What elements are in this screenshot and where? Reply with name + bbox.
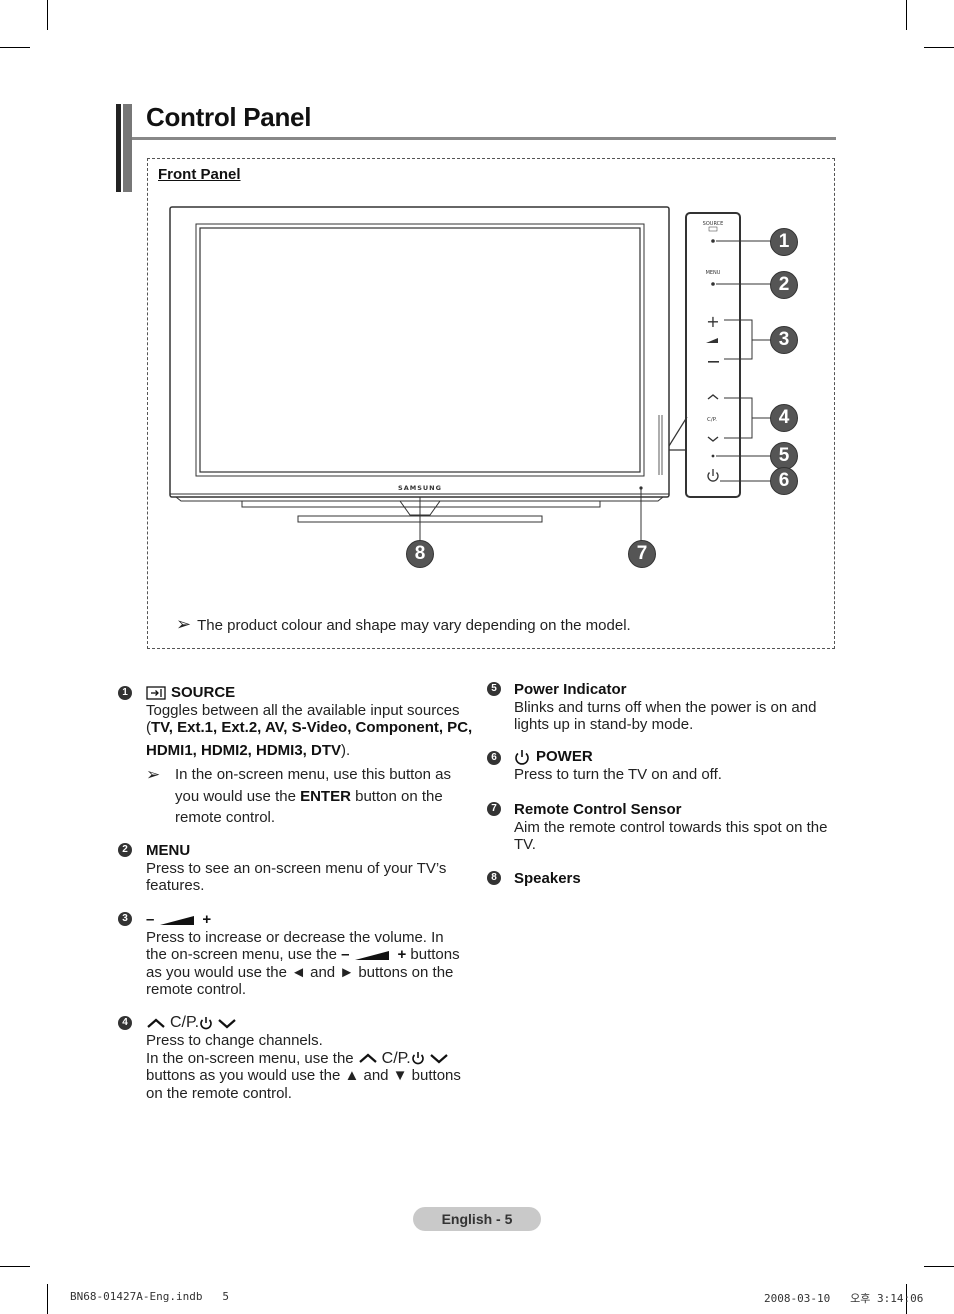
callout-6: 6 (770, 467, 798, 495)
title-rule (132, 137, 836, 140)
item-number-2: 2 (118, 843, 132, 857)
model-variation-note: ➢ The product colour and shape may vary d… (176, 614, 631, 635)
tv-speaker-bar (174, 496, 665, 502)
tv-bezel (169, 206, 670, 498)
tv-screen-outer (195, 223, 645, 477)
item-source-line2: (TV, Ext.1, Ext.2, AV, S-Video, Componen… (146, 719, 473, 736)
callout-2: 2 (770, 271, 798, 299)
item-number-6: 6 (487, 751, 501, 765)
tv-front-panel-diagram: SAMSUNG SOURCE MENU + C/P. (169, 206, 771, 541)
item-number-7: 7 (487, 802, 501, 816)
tv-screen (199, 227, 641, 473)
item-menu-title: MENU (146, 842, 191, 859)
source-icon (146, 686, 166, 700)
crop-mark (47, 0, 48, 30)
panel-source-button[interactable] (711, 239, 715, 243)
item-number-4: 4 (118, 1016, 132, 1030)
chevron-down-icon (218, 1019, 236, 1029)
item-speakers: Speakers (514, 870, 581, 887)
chevron-up-icon (358, 1053, 377, 1064)
panel-ch-down-button[interactable] (707, 436, 719, 442)
volume-icon (355, 950, 390, 960)
panel-source-label: SOURCE (703, 221, 724, 227)
title-accent-bar (116, 104, 132, 192)
item-number-3: 3 (118, 912, 132, 926)
item-source: SOURCE Toggles between all the available… (146, 684, 476, 829)
panel-cp-label: C/P. (707, 417, 717, 423)
panel-menu-button[interactable] (711, 282, 715, 286)
note-text: The product colour and shape may vary de… (197, 617, 631, 634)
arrow-icon: ➢ (146, 765, 161, 784)
panel-power-indicator (711, 454, 715, 458)
item-source-title: SOURCE (171, 684, 236, 701)
page-number-badge: English - 5 (413, 1207, 541, 1231)
callout-5: 5 (770, 442, 798, 470)
power-icon (411, 1052, 424, 1065)
slug-timestamp: 2008-03-10 오후 3:14:06 (764, 1292, 924, 1305)
item-source-line3: HDMI1, HDMI2, HDMI3, DTV). (146, 741, 351, 759)
item-number-5: 5 (487, 682, 501, 696)
panel-menu-label: MENU (706, 270, 721, 276)
crop-mark (0, 47, 30, 48)
arrow-icon: ➢ (176, 614, 192, 634)
volume-icon (160, 915, 195, 925)
item-power: POWER Press to turn the TV on and off. (514, 748, 722, 783)
item-volume: – + Press to increase or decrease the vo… (146, 911, 460, 998)
power-icon (515, 749, 529, 765)
crop-mark (924, 1266, 954, 1267)
item-number-1: 1 (118, 686, 132, 700)
chevron-down-icon (429, 1054, 448, 1064)
panel-vol-minus-button[interactable] (708, 361, 719, 363)
panel-vol-plus-button[interactable]: + (706, 312, 719, 331)
chevron-up-icon (147, 1018, 165, 1028)
item-power-indicator: Power Indicator Blinks and turns off whe… (514, 681, 817, 733)
front-panel-box (147, 158, 835, 649)
crop-mark (924, 47, 954, 48)
tv-stand-neck (241, 500, 601, 508)
side-control-panel (685, 212, 741, 498)
panel-ch-up-button[interactable] (707, 394, 719, 400)
item-source-note: ➢ In the on-screen menu, use this button… (146, 765, 451, 826)
crop-mark (47, 1284, 48, 1314)
slug-file-info: BN68-01427A-Eng.indb 5 (70, 1290, 229, 1303)
crop-mark (0, 1266, 30, 1267)
item-source-line1: Toggles between all the available input … (146, 701, 460, 719)
item-channel: C/P. Press to change channels. In the on… (146, 1014, 461, 1102)
callout-4: 4 (770, 404, 798, 432)
item-number-8: 8 (487, 871, 501, 885)
panel-power-button[interactable] (707, 469, 719, 482)
callout-7: 7 (628, 540, 656, 568)
callout-1: 1 (770, 228, 798, 256)
power-icon (200, 1017, 212, 1030)
callout-8: 8 (406, 540, 434, 568)
crop-mark (906, 0, 907, 30)
front-panel-label: Front Panel (158, 166, 241, 183)
page-title: Control Panel (146, 102, 312, 132)
item-menu: MENU Press to see an on-screen menu of y… (146, 842, 476, 895)
callout-3: 3 (770, 326, 798, 354)
samsung-logo: SAMSUNG (398, 484, 442, 492)
panel-volume-icon (706, 338, 718, 343)
crop-mark (906, 1284, 907, 1314)
item-remote-sensor: Remote Control Sensor Aim the remote con… (514, 801, 828, 853)
